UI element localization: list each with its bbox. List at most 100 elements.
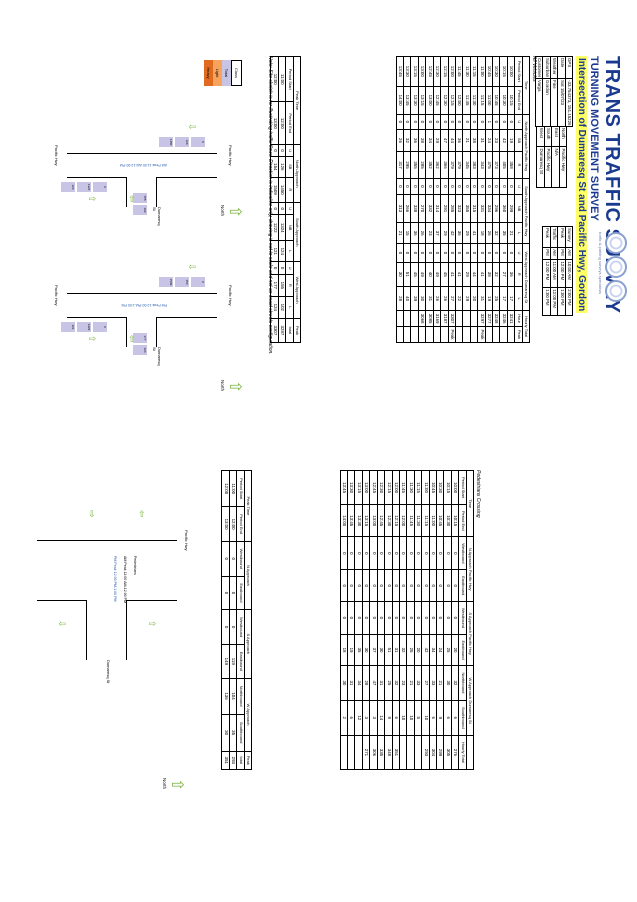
cell: 12:15 xyxy=(392,504,400,537)
cell: 0 xyxy=(411,178,419,195)
road-label-dumaresq: Dumaresq St xyxy=(152,207,162,226)
cell: 0 xyxy=(384,536,393,570)
cell xyxy=(396,310,404,327)
cell: 11:15 xyxy=(470,56,478,87)
cell: 345 xyxy=(462,151,471,179)
cell: 10:45 xyxy=(492,86,500,115)
cell: 0 xyxy=(362,601,370,635)
pm-peak-label: PM Peak 12:00 PM-1:00 PM xyxy=(121,303,167,307)
cell: 0 xyxy=(492,243,500,263)
cell xyxy=(399,735,407,770)
north-arrow-icon: ⇧ xyxy=(226,380,243,394)
cell: 0 xyxy=(411,243,419,263)
cell: 39 xyxy=(411,286,419,311)
cell: 12:00 xyxy=(229,506,237,542)
road-label-pacific-north: Pacific Hwy xyxy=(228,145,233,166)
cell: 0 xyxy=(470,114,478,130)
group-header: N Approach Pacific Hwy xyxy=(466,536,474,602)
cell: AM xyxy=(550,247,558,260)
cell: 25 xyxy=(492,286,500,311)
cell: 366 xyxy=(440,151,449,179)
cell: 32 xyxy=(392,665,400,701)
arrow-north-icon: ⇧ xyxy=(87,335,97,343)
cell: 0 xyxy=(448,178,456,195)
cell: 42 xyxy=(499,129,508,152)
cell: 36 xyxy=(455,129,463,152)
cell: 0 xyxy=(384,601,393,635)
cell: 22 xyxy=(455,286,463,311)
cell: 1:00 PM xyxy=(557,287,566,316)
cell: 13:00 xyxy=(369,504,378,537)
group-header: Time xyxy=(466,470,474,537)
cell: R xyxy=(285,274,294,297)
cell: 126 xyxy=(278,156,286,178)
cell: 299 xyxy=(507,194,515,223)
cell: N/A xyxy=(551,146,560,188)
cell: 0 xyxy=(436,569,444,602)
cell: 6 xyxy=(429,700,437,736)
cell: 21 xyxy=(406,665,415,701)
cell: Peak xyxy=(557,226,566,248)
cell xyxy=(440,326,449,343)
cell: 102 xyxy=(278,296,286,319)
cell: Survey xyxy=(565,226,573,248)
cell: 0 xyxy=(406,536,415,570)
am-peak-label: AM Peak 11:00 AM-12:00 PM xyxy=(123,556,127,604)
cell: Varga xyxy=(535,78,543,127)
cell: 0 xyxy=(462,178,471,195)
cell: 26 xyxy=(433,286,441,311)
pm-peak-label: PM Peak 12:00 PM-1:00 PM xyxy=(113,556,117,602)
cell: 32 xyxy=(399,634,407,666)
group-header: North Approach Pacific Hwy xyxy=(522,114,530,179)
cell xyxy=(396,326,404,343)
cell: 355 xyxy=(462,194,471,223)
cell: 0 xyxy=(499,243,508,263)
cell: 17 xyxy=(499,286,508,311)
cell: 13:30 xyxy=(347,470,355,505)
cell: 31 xyxy=(425,286,434,311)
cell: 355 xyxy=(411,151,419,179)
cell: 285 xyxy=(418,151,426,179)
cell: 36 xyxy=(507,262,515,287)
cell: 136 xyxy=(221,678,230,715)
cell: SB xyxy=(285,156,294,178)
cell: 33 xyxy=(414,665,422,701)
cell: 379 xyxy=(448,151,456,179)
cell: Eastbound xyxy=(458,569,467,602)
legend-class: Class xyxy=(231,60,242,86)
cell: 25 xyxy=(406,634,415,666)
cell: 0 xyxy=(340,536,348,570)
brand-tagline: traffic & parking surveys specialists xyxy=(598,232,603,295)
cell xyxy=(347,735,355,770)
cell: U xyxy=(514,114,523,130)
cell: 1 xyxy=(485,114,493,130)
cell: 0 xyxy=(369,536,378,570)
cell: 0 xyxy=(436,536,444,570)
cell: 13:15 xyxy=(411,56,419,87)
cell: 11:30 xyxy=(414,504,422,537)
cell: 10:30 xyxy=(492,56,500,87)
cell: 49 xyxy=(418,262,426,287)
cell xyxy=(355,735,363,770)
cell: 20 xyxy=(451,634,459,666)
cell: 37 xyxy=(369,634,378,666)
cell xyxy=(418,326,426,343)
cell: 0 xyxy=(355,536,363,570)
cell: 0 xyxy=(347,569,355,602)
cell: 30 xyxy=(396,262,404,287)
cell: South xyxy=(544,126,552,147)
cell: West xyxy=(536,126,545,147)
cell: 0 xyxy=(455,243,463,263)
cell: Sat 15/07/23 xyxy=(557,78,566,127)
cell: 104 xyxy=(229,678,237,715)
cell: 33 xyxy=(429,665,437,701)
